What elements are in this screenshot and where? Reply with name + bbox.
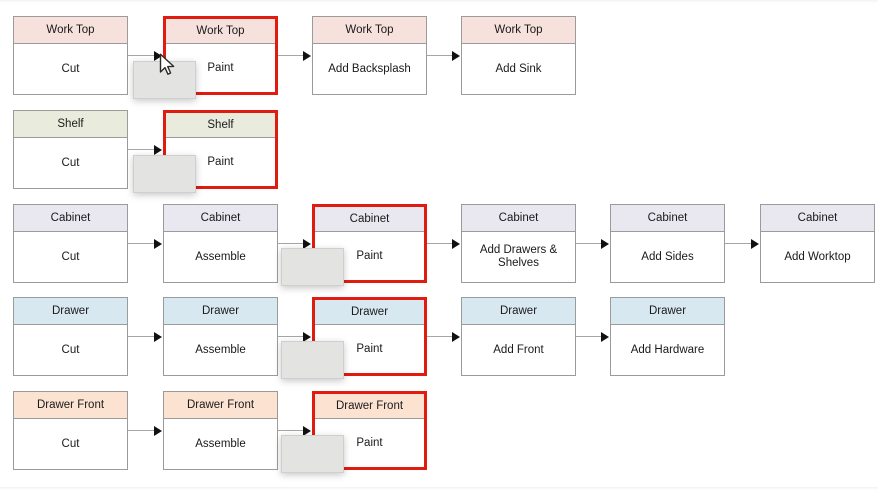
- node-task-label: Cut: [61, 62, 80, 75]
- node-header: Cabinet: [14, 205, 127, 232]
- connector-arrowhead: [452, 51, 460, 61]
- connector-line: [278, 55, 306, 56]
- node-header: Cabinet: [164, 205, 277, 232]
- node-header: Work Top: [462, 17, 575, 44]
- node-header: Drawer Front: [315, 394, 424, 419]
- node-header: Work Top: [14, 17, 127, 44]
- node-header: Work Top: [166, 19, 275, 44]
- node-header: Cabinet: [761, 205, 874, 232]
- connector-arrowhead: [154, 426, 162, 436]
- drag-ghost-shelf[interactable]: [133, 155, 196, 193]
- node-task-label: Cut: [61, 343, 80, 356]
- connector-line: [128, 430, 157, 431]
- node-header: Shelf: [14, 111, 127, 138]
- node-task-label: Add Hardware: [630, 343, 705, 356]
- node-header: Drawer: [164, 298, 277, 325]
- node-task-label: Assemble: [195, 437, 246, 450]
- connector-arrowhead: [601, 332, 609, 342]
- connector-arrowhead: [303, 239, 311, 249]
- node-header: Cabinet: [315, 207, 424, 232]
- node-header: Drawer: [462, 298, 575, 325]
- connector-arrowhead: [154, 239, 162, 249]
- connector-arrowhead: [303, 332, 311, 342]
- node-header: Drawer: [315, 300, 424, 325]
- node-task-label: Paint: [356, 249, 383, 262]
- connector-line: [128, 336, 157, 337]
- node-header: Cabinet: [462, 205, 575, 232]
- node-task-label: Add Front: [493, 343, 544, 356]
- connector-arrowhead: [154, 145, 162, 155]
- drag-ghost-drawer-front[interactable]: [281, 435, 344, 473]
- node-task-label: Cut: [61, 156, 80, 169]
- node-header: Drawer: [14, 298, 127, 325]
- node-header: Drawer: [611, 298, 724, 325]
- node-task-label: Paint: [356, 342, 383, 355]
- node-task-label: Add Worktop: [784, 250, 851, 263]
- node-header: Shelf: [166, 113, 275, 138]
- drag-ghost-cabinet[interactable]: [281, 248, 344, 286]
- connector-arrowhead: [303, 426, 311, 436]
- connector-line: [427, 55, 455, 56]
- node-task-label: Paint: [207, 61, 234, 74]
- node-task-label: Assemble: [195, 250, 246, 263]
- connector-line: [427, 336, 455, 337]
- node-task-label: Add Backsplash: [328, 62, 411, 75]
- page-bottom-edge: [0, 487, 878, 490]
- node-task-label: Paint: [356, 436, 383, 449]
- node-task-label: Add Sides: [641, 250, 694, 263]
- drag-ghost-drawer[interactable]: [281, 341, 344, 379]
- page-top-edge: [0, 0, 878, 3]
- node-header: Cabinet: [611, 205, 724, 232]
- connector-arrowhead: [154, 51, 162, 61]
- connector-arrowhead: [601, 239, 609, 249]
- connector-arrowhead: [154, 332, 162, 342]
- connector-arrowhead: [751, 239, 759, 249]
- node-task-label: Add Drawers & Shelves: [479, 244, 558, 269]
- connector-line: [278, 243, 306, 244]
- connector-line: [576, 336, 604, 337]
- connector-line: [278, 336, 306, 337]
- node-task-label: Add Sink: [495, 62, 542, 75]
- connector-line: [128, 243, 157, 244]
- node-task-label: Assemble: [195, 343, 246, 356]
- connector-arrowhead: [452, 332, 460, 342]
- node-header: Work Top: [313, 17, 426, 44]
- connector-line: [278, 430, 306, 431]
- node-header: Drawer Front: [164, 392, 277, 419]
- connector-line: [576, 243, 604, 244]
- drag-ghost-work-top[interactable]: [133, 61, 196, 99]
- node-task-label: Cut: [61, 437, 80, 450]
- connector-line: [427, 243, 455, 244]
- connector-line: [128, 55, 157, 56]
- node-task-label: Cut: [61, 250, 80, 263]
- connector-line: [128, 149, 157, 150]
- connector-arrowhead: [303, 51, 311, 61]
- connector-line: [725, 243, 754, 244]
- connector-arrowhead: [452, 239, 460, 249]
- node-task-label: Paint: [207, 155, 234, 168]
- node-header: Drawer Front: [14, 392, 127, 419]
